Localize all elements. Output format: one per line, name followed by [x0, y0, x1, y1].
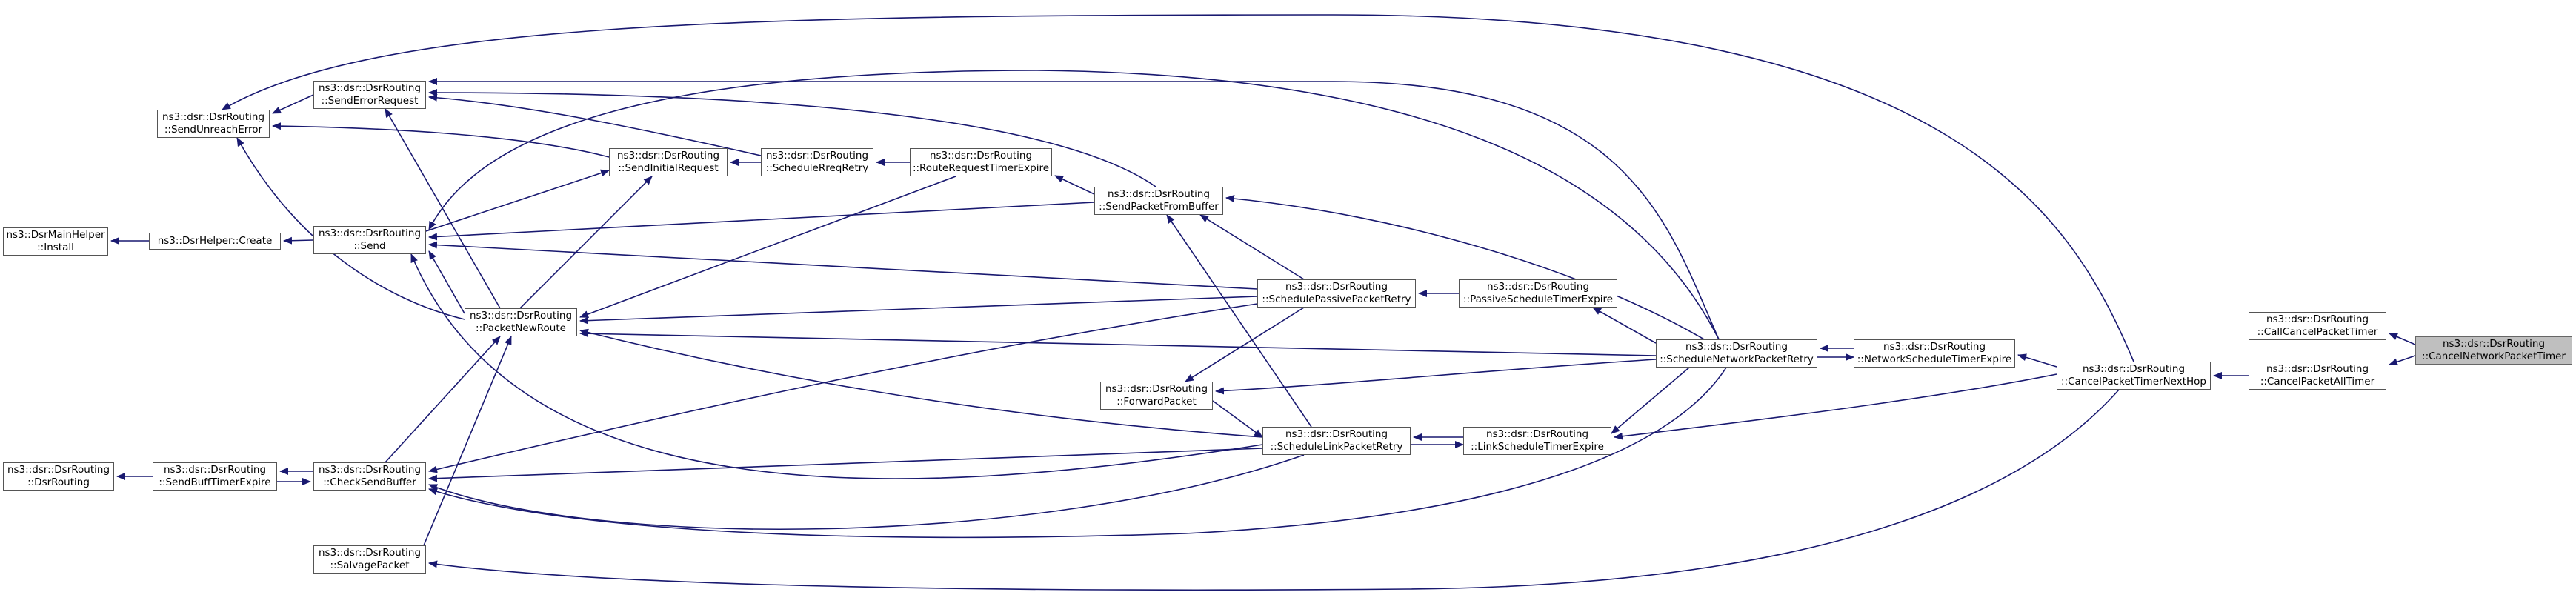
e-errreq-to-unreach	[272, 94, 314, 114]
e-initreq-to-unreach	[272, 122, 610, 158]
node-schedule-link-packet-retry[interactable]: ns3::dsr::DsrRouting::ScheduleLinkPacket…	[1262, 427, 1411, 455]
e-link-to-newroute	[579, 328, 1263, 438]
e-newroute-to-unreach	[236, 137, 465, 320]
e-fromBuf-to-send	[428, 202, 1095, 241]
e-send-to-initreq	[425, 169, 610, 232]
e-check-to-newroute	[385, 336, 501, 463]
node-cancel-network-packet-timer[interactable]: ns3::dsr::DsrRouting::CancelNetworkPacke…	[2415, 336, 2572, 365]
e-fromBuf-to-route	[1054, 175, 1095, 195]
e-passive-to-send	[428, 241, 1258, 290]
node-schedule-rreq-retry[interactable]: ns3::dsr::DsrRouting::ScheduleRreqRetry	[761, 148, 873, 176]
e-network-to-errreq	[428, 78, 1720, 340]
node-send-packet-from-buffer[interactable]: ns3::dsr::DsrRouting::SendPacketFromBuff…	[1094, 187, 1223, 215]
node-send[interactable]: ns3::dsr::DsrRouting::Send	[313, 226, 426, 254]
node-schedule-passive-packet-retry[interactable]: ns3::dsr::DsrRouting::SchedulePassivePac…	[1257, 279, 1416, 308]
e-link-to-check	[428, 448, 1263, 482]
e-newroute-to-initreq	[519, 176, 653, 309]
e-network-to-passivetimer	[1592, 307, 1657, 344]
node-send-unreach-error[interactable]: ns3::dsr::DsrRouting::SendUnreachError	[157, 110, 270, 138]
e-cancelnet-to-all	[2389, 355, 2416, 366]
e-link-to-fromBuf	[1166, 214, 1312, 428]
e-route-to-newroute	[579, 176, 956, 318]
e-nexthop-to-nettimer	[2017, 353, 2057, 368]
node-packet-new-route[interactable]: ns3::dsr::DsrRouting::PacketNewRoute	[465, 308, 577, 336]
e-passive-to-check	[428, 303, 1258, 473]
node-passive-schedule-timer-expire[interactable]: ns3::dsr::DsrRouting::PassiveScheduleTim…	[1459, 279, 1617, 308]
e-network-to-fromBuf	[1225, 195, 1705, 340]
e-nexthop-to-unreach	[222, 14, 2134, 362]
e-salvage-to-newroute	[423, 336, 512, 546]
e-nexthop-to-salvage	[428, 389, 2120, 591]
e-cancelnet-to-call	[2389, 333, 2416, 345]
node-schedule-network-packet-retry[interactable]: ns3::dsr::DsrRouting::ScheduleNetworkPac…	[1656, 339, 1817, 368]
e-forward-to-link	[1212, 400, 1263, 438]
node-forward-packet[interactable]: ns3::dsr::DsrRouting::ForwardPacket	[1100, 382, 1213, 410]
node-call-cancel-packet-timer[interactable]: ns3::dsr::DsrRouting::CallCancelPacketTi…	[2249, 312, 2386, 340]
node-send-buff-timer-expire[interactable]: ns3::dsr::DsrRouting::SendBuffTimerExpir…	[153, 462, 277, 491]
node-cancel-packet-timer-next-hop[interactable]: ns3::dsr::DsrRouting::CancelPacketTimerN…	[2057, 362, 2211, 390]
node-cancel-packet-all-timer[interactable]: ns3::dsr::DsrRouting::CancelPacketAllTim…	[2249, 362, 2386, 390]
e-network-to-send-top	[428, 70, 1720, 340]
node-main-install[interactable]: ns3::DsrMainHelper::Install	[3, 227, 108, 256]
e-network-to-linktimer	[1611, 367, 1690, 434]
e-fromBuf-to-errreq	[428, 89, 1156, 187]
node-helper-create[interactable]: ns3::DsrHelper::Create	[149, 233, 281, 250]
e-rreq-to-errreq	[428, 93, 762, 156]
e-send-to-helper	[283, 236, 314, 245]
e-nexthop-to-linktimer	[1614, 373, 2057, 440]
e-network-to-newroute	[579, 330, 1657, 356]
node-send-error-request[interactable]: ns3::dsr::DsrRouting::SendErrorRequest	[313, 81, 426, 109]
e-network-to-check	[428, 367, 1727, 539]
node-link-schedule-timer-expire[interactable]: ns3::dsr::DsrRouting::LinkScheduleTimerE…	[1463, 427, 1611, 455]
node-route-request-timer-expire[interactable]: ns3::dsr::DsrRouting::RouteRequestTimerE…	[910, 148, 1052, 176]
e-passive-to-newroute	[579, 296, 1258, 325]
node-send-initial-request[interactable]: ns3::dsr::DsrRouting::SendInitialRequest	[609, 148, 728, 176]
e-link-to-check2	[428, 454, 1305, 531]
node-dsr-routing-ctor[interactable]: ns3::dsr::DsrRouting::DsrRouting	[3, 462, 114, 491]
node-network-schedule-timer-expire[interactable]: ns3::dsr::DsrRouting::NetworkScheduleTim…	[1854, 339, 2015, 368]
e-passive-to-fromBuf	[1199, 214, 1305, 280]
node-salvage-packet[interactable]: ns3::dsr::DsrRouting::SalvagePacket	[313, 545, 426, 574]
node-check-send-buffer[interactable]: ns3::dsr::DsrRouting::CheckSendBuffer	[313, 462, 426, 491]
e-newroute-to-send	[428, 250, 465, 314]
e-passive-to-forward	[1185, 307, 1305, 382]
e-network-to-forward	[1215, 359, 1657, 395]
